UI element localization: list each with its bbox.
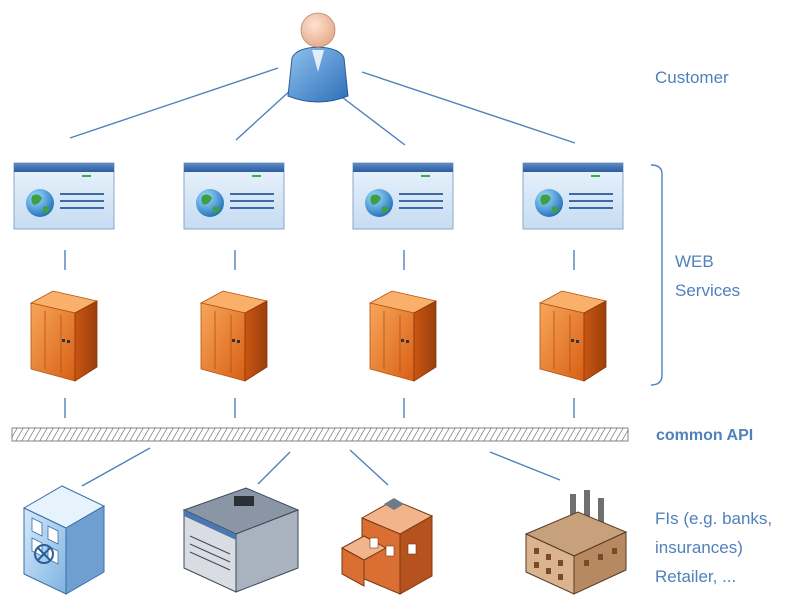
fis-label-line2: insurances) <box>655 538 743 557</box>
customer-label: Customer <box>655 68 729 87</box>
web-services-label-line1: WEB <box>675 252 714 271</box>
server-icon <box>29 290 99 382</box>
browser-window-icon <box>522 162 624 230</box>
institution-connectors <box>81 447 561 487</box>
web-services-bracket <box>650 164 663 386</box>
common-api-label: common API <box>656 427 754 444</box>
person-icon <box>287 12 349 103</box>
shopping-center-icon <box>340 498 434 595</box>
factory-icon <box>524 490 628 595</box>
fis-label-line3: Retailer, ... <box>655 567 737 586</box>
office-building-icon <box>22 485 106 595</box>
warehouse-icon <box>182 487 300 593</box>
server-icon <box>538 290 608 382</box>
browser-window-icon <box>352 162 454 230</box>
fis-label-line1: FIs (e.g. banks, <box>655 509 773 528</box>
browser-window-icon <box>183 162 285 230</box>
browser-window-icon <box>13 162 115 230</box>
server-icon <box>199 290 269 382</box>
vertical-connectors <box>64 250 575 418</box>
web-services-label-line2: Services <box>675 281 741 300</box>
server-icon <box>368 290 438 382</box>
common-api-bar <box>11 427 629 442</box>
